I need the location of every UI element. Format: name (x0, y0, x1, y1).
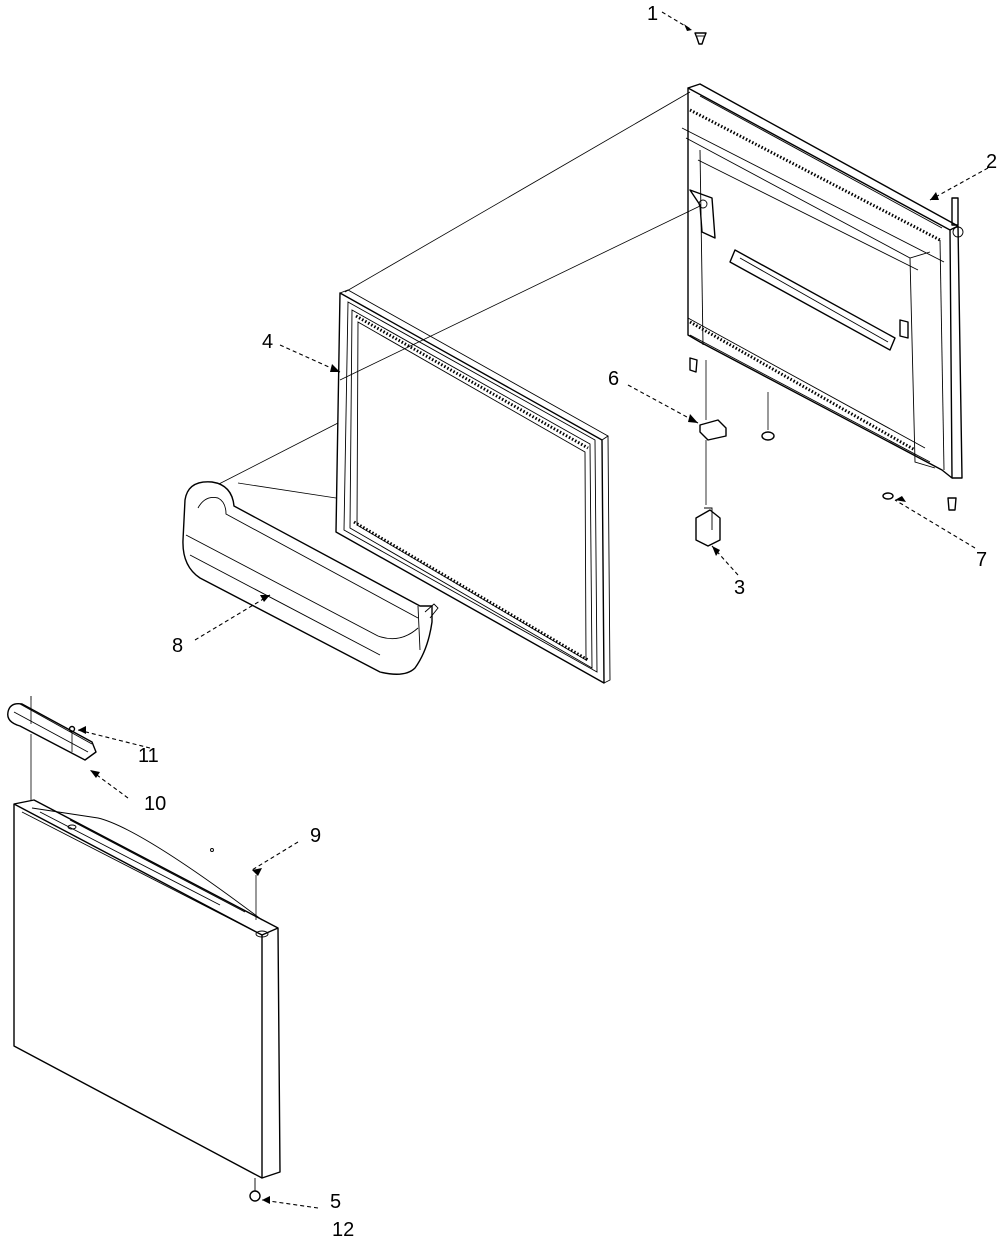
alignment-guides (214, 91, 701, 499)
callout-1: 1 (647, 3, 658, 25)
handle-trim-part-8 (182, 481, 439, 675)
screw-part-5 (249, 1178, 261, 1202)
callout-4: 4 (262, 331, 273, 353)
inner-door-panel (681, 83, 964, 479)
leader-lines (77, 11, 989, 1209)
callout-3: 3 (734, 577, 745, 599)
screw-part-11 (68, 725, 76, 752)
callout-5: 5 (330, 1191, 341, 1213)
hinge-pin-part-3 (695, 440, 721, 547)
callout-2: 2 (986, 151, 997, 173)
callout-7: 7 (976, 549, 987, 571)
bushing (761, 392, 775, 441)
callout-10: 10 (144, 793, 166, 815)
callout-8: 8 (172, 635, 183, 657)
hinge-bracket-part-6 (699, 360, 727, 441)
callout-12: 12 (332, 1219, 354, 1237)
callout-labels: 1 2 3 4 5 6 7 8 9 10 11 12 (138, 3, 997, 1237)
callout-11: 11 (138, 745, 159, 767)
screw-part-7 (882, 492, 957, 511)
screw-part-1 (694, 32, 707, 45)
callout-6: 6 (608, 368, 619, 390)
door-gasket-part-4 (335, 289, 611, 684)
leader-arrowheads (78, 24, 939, 1204)
callout-9: 9 (310, 825, 321, 847)
door-handle-part-10 (7, 696, 97, 810)
lower-door (13, 799, 281, 1179)
